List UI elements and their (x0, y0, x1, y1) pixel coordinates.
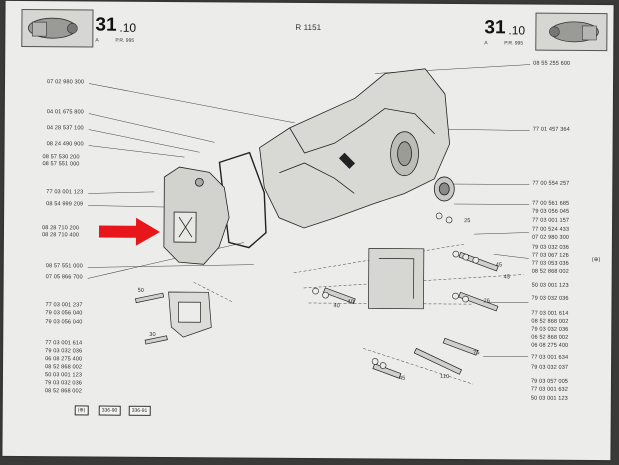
right-part-label: 79 03 032 036 (531, 295, 569, 302)
left-part-label: 08 52 868 002 (45, 364, 83, 371)
gearbox-thumbnail-left (21, 8, 94, 48)
right-part-label: 77 03 001 614 (531, 310, 569, 317)
dimension-callout: 110 (439, 373, 450, 380)
left-part-label: 79 03 056 040 (45, 319, 83, 326)
left-part-label: 08 57 551 000 (42, 161, 80, 168)
gearbox-thumbnail-right (535, 12, 608, 52)
right-part-label: 08 52 868 002 (531, 268, 569, 275)
legend-item: 336-91 (128, 405, 151, 416)
washer-set (312, 212, 480, 369)
right-part-label: 79 03 032 037 (531, 364, 569, 371)
legend-item: 336-90 (98, 405, 121, 416)
right-part-label: 50 03 001 123 (531, 282, 569, 289)
right-part-label: 77 00 554 257 (532, 180, 570, 187)
left-part-label: 79 03 032 036 (44, 380, 83, 387)
dimension-callout: 40 (347, 299, 354, 306)
dimension-callout: 45 (398, 375, 406, 382)
gearbox-thumbnail-right-icon (549, 21, 599, 43)
right-part-label: 79 03 057 005 (530, 378, 569, 385)
right-part-label: 06 52 868 002 (531, 334, 569, 341)
right-part-label: 77 03 001 157 (532, 217, 570, 224)
right-part-label: 77 00 524 433 (531, 226, 570, 233)
left-part-label: 08 57 551 000 (45, 263, 83, 270)
dimension-callout: 45 (495, 262, 503, 269)
right-part-label: 77 03 053 036 (531, 260, 569, 267)
left-part-label: 77 03 001 614 (45, 340, 83, 347)
left-part-label: 79 03 056 040 (45, 310, 83, 317)
left-part-label: 08 28 710 400 (41, 232, 80, 239)
right-part-label: 77 03 001 634 (531, 354, 569, 361)
left-part-label: 08 52 868 002 (44, 388, 82, 395)
dimension-callout: 50 (137, 287, 145, 294)
housing-gasket (218, 151, 267, 249)
right-part-label: 79 03 032 036 (531, 326, 569, 333)
right-part-label: 79 03 032 036 (531, 244, 569, 251)
right-part-label: 77 01 457 364 (532, 126, 570, 133)
left-part-label: 77 03 001 123 (46, 189, 84, 196)
front-cover-housing (163, 166, 230, 265)
left-part-label: 08 54 999 209 (46, 201, 84, 208)
gearbox-thumbnail-left-icon (28, 17, 78, 39)
right-part-label: 79 03 056 045 (532, 208, 570, 215)
left-part-label: 79 03 032 036 (45, 348, 83, 355)
left-part-label: 50 03 001 123 (44, 372, 83, 379)
bolt-set-left (134, 292, 168, 345)
right-part-label: 08 55 255 600 (533, 60, 571, 67)
left-part-label: 04 01 675 800 (46, 109, 84, 116)
left-part-label: 08 57 530 200 (42, 154, 80, 161)
right-part-label: 77 03 001 632 (530, 386, 568, 393)
dimension-callout: 75 (473, 350, 480, 357)
right-part-label: 77 03 067 126 (531, 252, 569, 259)
left-part-label: 08 28 710 200 (41, 225, 80, 232)
side-mark: (⊕) (591, 256, 601, 264)
dimension-callout: 30 (149, 331, 156, 338)
left-part-label: 07 05 866 700 (45, 274, 83, 281)
right-part-label: 08 52 868 002 (531, 318, 569, 325)
main-gearbox-housing (259, 68, 455, 229)
left-part-label: 08 24 490 900 (46, 141, 84, 148)
dimension-callout: 25 (464, 218, 471, 225)
right-part-label: 77 00 561 685 (532, 200, 570, 207)
mounting-bracket (368, 248, 425, 310)
left-part-label: 77 03 001 237 (45, 302, 83, 309)
exploded-gearbox-diagram (87, 64, 531, 385)
dimension-callout: 26 (483, 298, 490, 305)
left-part-label: 06 08 275 400 (45, 356, 83, 363)
highlight-arrow-icon (98, 217, 160, 246)
dimension-callout: 45 (503, 274, 511, 281)
small-cover-plate (168, 291, 212, 338)
dimension-callout: 40 (333, 303, 340, 310)
right-part-label: 07 02 980 300 (531, 234, 570, 241)
legend-symbol: (⊕) (74, 405, 89, 416)
left-part-label: 04 28 537 100 (46, 125, 84, 132)
left-part-label: 07 02 980 300 (47, 79, 85, 86)
right-part-label: 06 08 275 400 (531, 342, 569, 349)
right-part-label: 50 03 001 123 (530, 395, 568, 402)
